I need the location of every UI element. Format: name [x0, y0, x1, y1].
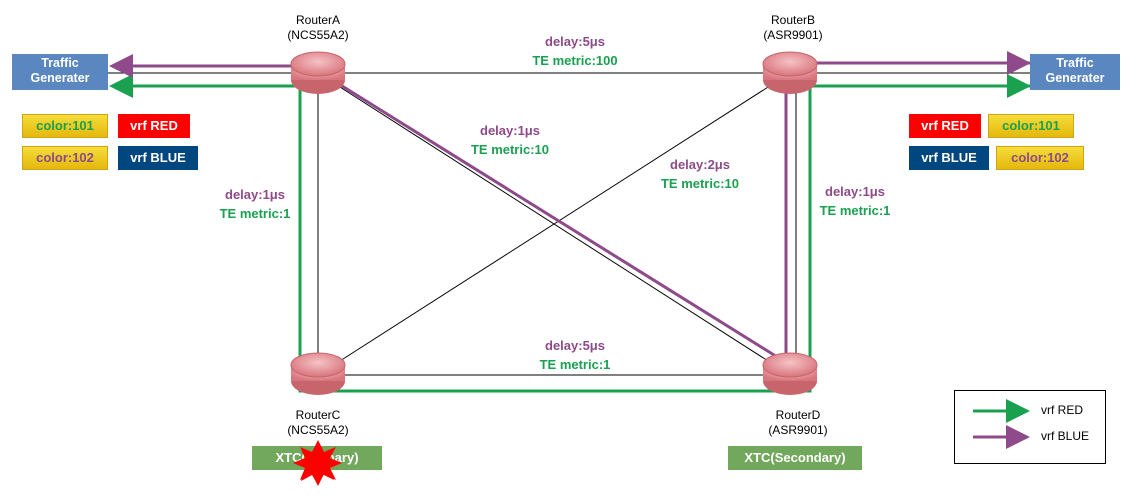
- router-a-icon: [290, 51, 346, 94]
- left-color-101-tag: color:101: [22, 114, 108, 138]
- left-vrf-blue-tag: vrf BLUE: [118, 146, 198, 170]
- right-color-101-tag: color:101: [988, 114, 1074, 138]
- router-d-icon: [762, 352, 818, 395]
- router-d-label: RouterD(ASR9901): [768, 408, 828, 437]
- router-b-icon: [762, 51, 818, 94]
- router-b-label: RouterB(ASR9901): [763, 13, 823, 42]
- link-b-c: [317, 72, 791, 376]
- left-color-102-tag: color:102: [22, 146, 108, 170]
- router-c-icon: [290, 352, 346, 395]
- failure-icon: [293, 440, 342, 486]
- xtc-secondary-box: XTC(Secondary): [728, 446, 862, 470]
- router-a-label: RouterA(NCS55A2): [287, 13, 349, 42]
- router-c-label: RouterC(NCS55A2): [287, 408, 349, 437]
- right-color-102-tag: color:102: [996, 146, 1084, 170]
- legend-vrf-blue-label: vrf BLUE: [1041, 429, 1090, 443]
- right-vrf-blue-tag: vrf BLUE: [909, 146, 989, 170]
- left-vrf-red-tag: vrf RED: [118, 114, 190, 138]
- right-vrf-red-tag: vrf RED: [909, 114, 981, 138]
- legend-vrf-red-label: vrf RED: [1041, 403, 1083, 417]
- legend: vrf RED vrf BLUE: [954, 390, 1106, 464]
- vrf-red-path: [109, 74, 1030, 393]
- physical-links: [108, 72, 1030, 376]
